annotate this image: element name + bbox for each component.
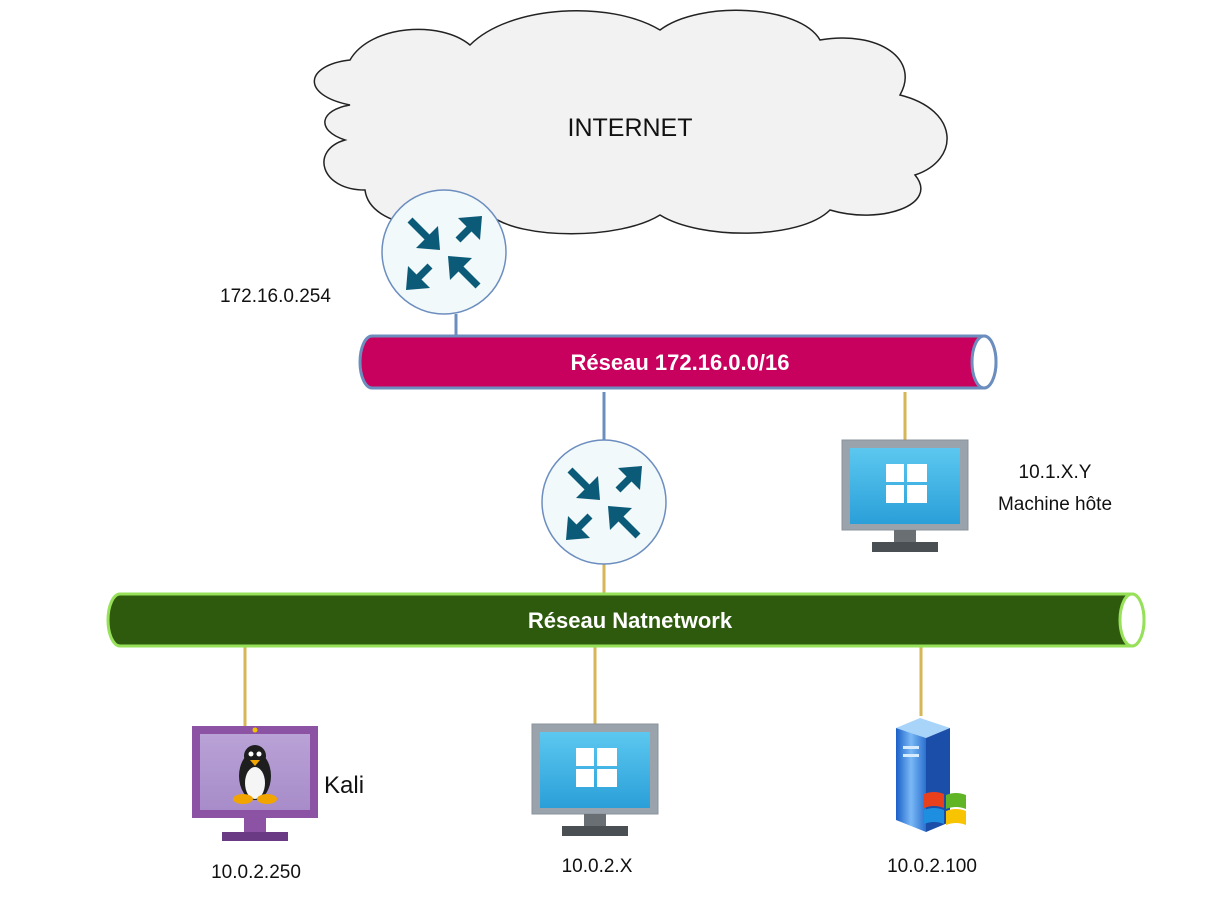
- windows-server: 10.0.2.100: [887, 718, 977, 877]
- cloud-shape: [313, 9, 948, 235]
- network-bus-top-end: [970, 334, 998, 390]
- kali-name: Kali: [324, 772, 364, 799]
- router-icon: [542, 440, 666, 564]
- windows-host: 10.1.X.Y Machine hôte: [841, 439, 1112, 553]
- edge-router-ip: 172.16.0.254: [220, 286, 331, 307]
- internet-cloud: INTERNET: [313, 9, 948, 235]
- network-bus-top: Réseau 172.16.0.0/16: [358, 334, 998, 390]
- windows-monitor-icon: [531, 723, 659, 837]
- nat-router: [542, 440, 666, 564]
- network-bus-top-label: Réseau 172.16.0.0/16: [571, 350, 790, 375]
- windows-monitor-icon: [841, 439, 969, 553]
- kali-host: Kali 10.0.2.250: [192, 726, 364, 883]
- windows-host-role: Machine hôte: [998, 494, 1112, 515]
- windows-server-icon: [896, 718, 966, 832]
- network-bus-bottom: Réseau Natnetwork: [106, 592, 1146, 648]
- router-icon: [382, 190, 506, 314]
- windows-client: 10.0.2.X: [531, 723, 659, 877]
- cloud-label: INTERNET: [568, 114, 693, 142]
- kali-ip: 10.0.2.250: [211, 862, 301, 883]
- windows-server-ip: 10.0.2.100: [887, 856, 977, 877]
- edge-router: 172.16.0.254: [220, 190, 506, 314]
- windows-client-ip: 10.0.2.X: [562, 856, 633, 877]
- network-bus-bottom-label: Réseau Natnetwork: [528, 608, 733, 633]
- linux-monitor-icon: [192, 726, 318, 841]
- network-links: [243, 314, 923, 726]
- network-bus-bottom-end: [1118, 592, 1146, 648]
- windows-host-ip: 10.1.X.Y: [1019, 462, 1092, 483]
